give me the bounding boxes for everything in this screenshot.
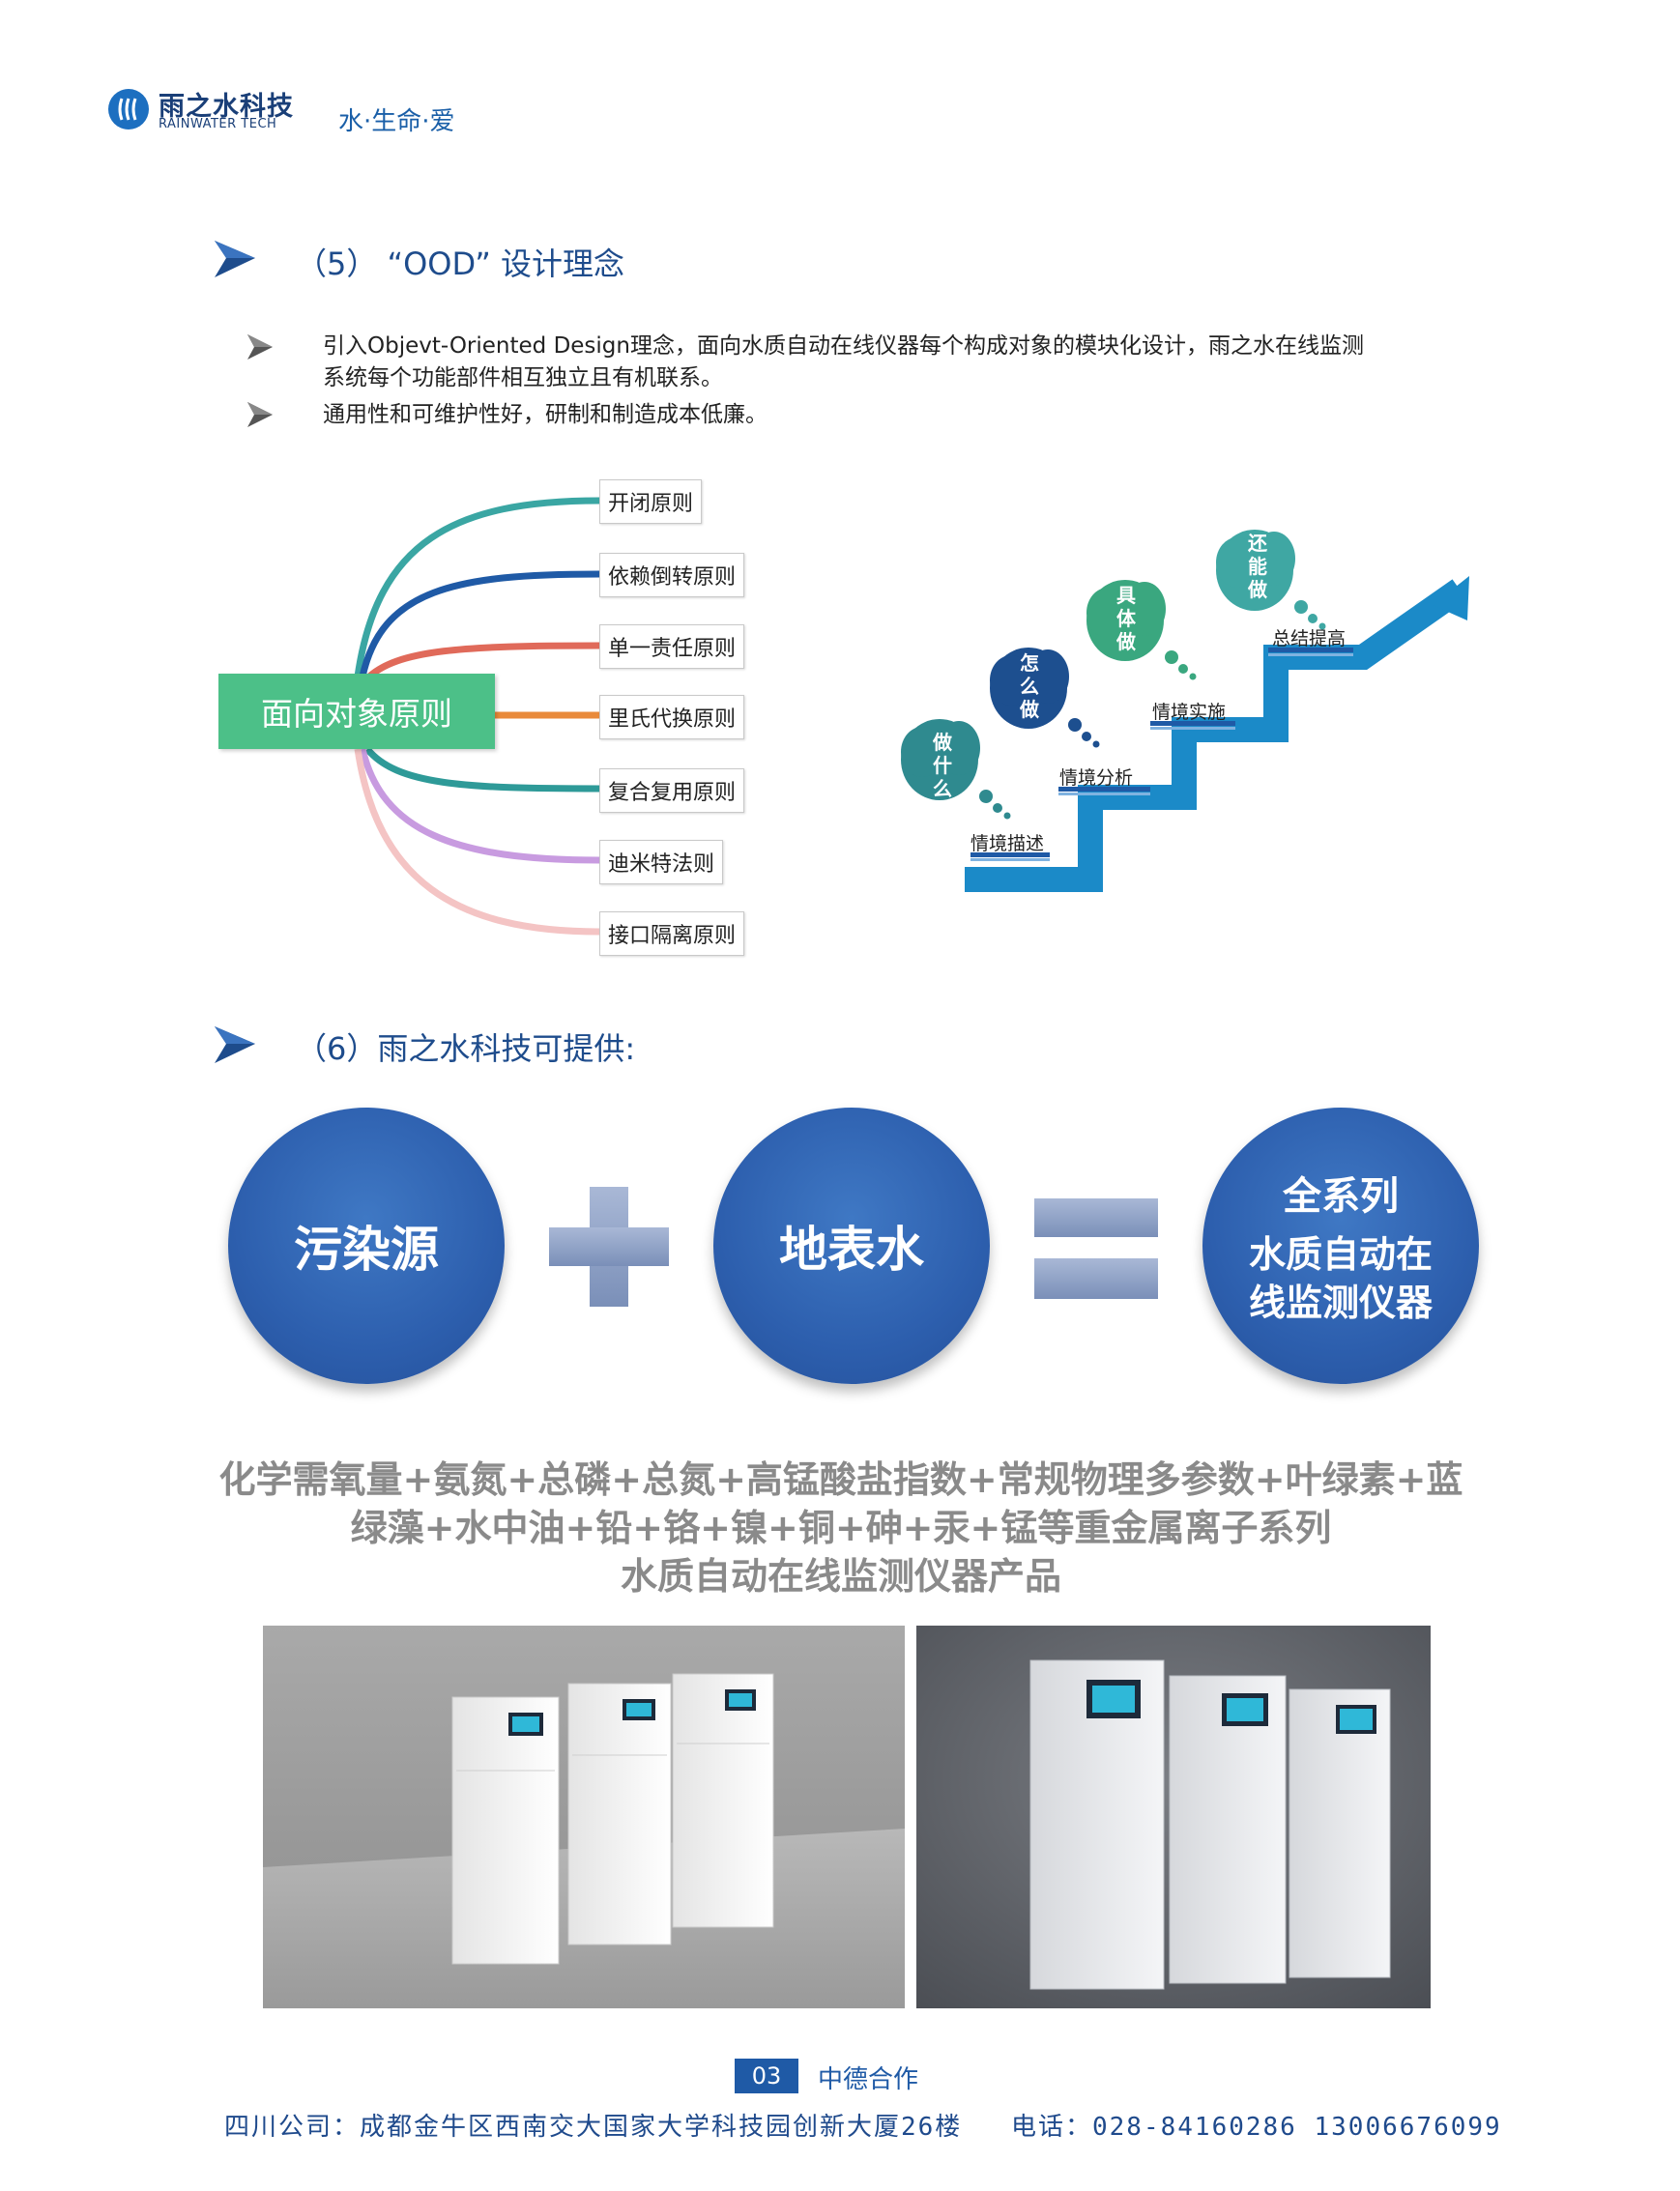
mindmap-root: 面向对象原则	[218, 674, 495, 749]
circle-label: 全系列	[1283, 1174, 1399, 1219]
bullet-1-line-1: 引入Objevt-Oriented Design理念，面向水质自动在线仪器每个构…	[323, 333, 1364, 359]
bullet-arrow-icon	[246, 332, 275, 361]
product-summary-line-2: 绿藻+水中油+铅+铬+镍+铜+砷+汞+锰等重金属离子系列	[350, 1507, 1332, 1549]
logo-icon	[108, 89, 149, 130]
mindmap-branch: 单一责任原则	[599, 624, 745, 669]
section-arrow-icon	[213, 1023, 257, 1067]
step-label: 情境实施	[1152, 702, 1227, 723]
section-arrow-icon	[213, 237, 257, 281]
equals-icon	[1034, 1198, 1158, 1299]
product-summary-line-3: 水质自动在线监测仪器产品	[620, 1555, 1061, 1598]
mindmap-branch: 开闭原则	[599, 479, 703, 524]
cloud-icon	[984, 642, 1110, 748]
step-label: 总结提高	[1272, 628, 1347, 649]
circle-full-series: 全系列 水质自动在 线监测仪器	[1202, 1108, 1479, 1384]
mindmap-branch: 复合复用原则	[599, 768, 745, 813]
mindmap-branch: 接口隔离原则	[599, 911, 745, 956]
circle-pollution-source: 污染源	[228, 1108, 505, 1384]
circle-label: 地表水	[779, 1222, 924, 1278]
step-label: 情境分析	[1059, 767, 1134, 789]
brand-name: 雨之水科技	[159, 92, 294, 122]
bullet-2: 通用性和可维护性好，研制和制造成本低廉。	[323, 402, 768, 427]
brand-name-en: RAINWATER TECH	[159, 117, 277, 131]
product-photo-2	[916, 1626, 1431, 2008]
footer-address: 四川公司：成都金牛区西南交大国家大学科技园创新大厦26楼	[224, 2113, 963, 2142]
section-5-title: （5） “OOD” 设计理念	[296, 245, 625, 282]
bullet-arrow-icon	[246, 400, 275, 429]
cloud-label: 还能做	[1248, 532, 1267, 601]
footer-phone: 电话：028-84160286 13006676099	[1011, 2113, 1502, 2142]
circle-label: 污染源	[294, 1222, 439, 1278]
cloud-label: 具体做	[1116, 584, 1136, 653]
product-summary-line-1: 化学需氧量+氨氮+总磷+总氮+高锰酸盐指数+常规物理多参数+叶绿素+蓝	[218, 1458, 1463, 1501]
cloud-icon	[1210, 524, 1336, 630]
slogan: 水·生命·爱	[338, 107, 455, 136]
mindmap-branch: 依赖倒转原则	[599, 553, 745, 597]
mindmap-connectors	[354, 497, 600, 936]
product-photo-1	[263, 1626, 905, 2008]
step-label: 情境描述	[970, 833, 1045, 854]
plus-icon	[549, 1187, 669, 1307]
bullet-1-line-2: 系统每个功能部件相互独立且有机联系。	[323, 365, 723, 390]
page-number: 03	[735, 2059, 798, 2093]
cloud-icon	[895, 713, 1011, 820]
section-6-title: （6）雨之水科技可提供:	[296, 1030, 636, 1067]
mindmap-branch: 迪米特法则	[599, 840, 724, 884]
staircase-diagram	[965, 576, 1469, 892]
circle-label: 线监测仪器	[1248, 1282, 1433, 1324]
cloud-label: 做什么	[933, 731, 952, 800]
circle-surface-water: 地表水	[713, 1108, 990, 1384]
circle-label: 水质自动在	[1248, 1233, 1433, 1276]
cloud-label: 怎么做	[1020, 651, 1039, 721]
footer-cooperation: 中德合作	[818, 2065, 919, 2094]
cloud-icon	[1081, 574, 1206, 680]
mindmap-branch: 里氏代换原则	[599, 695, 745, 739]
